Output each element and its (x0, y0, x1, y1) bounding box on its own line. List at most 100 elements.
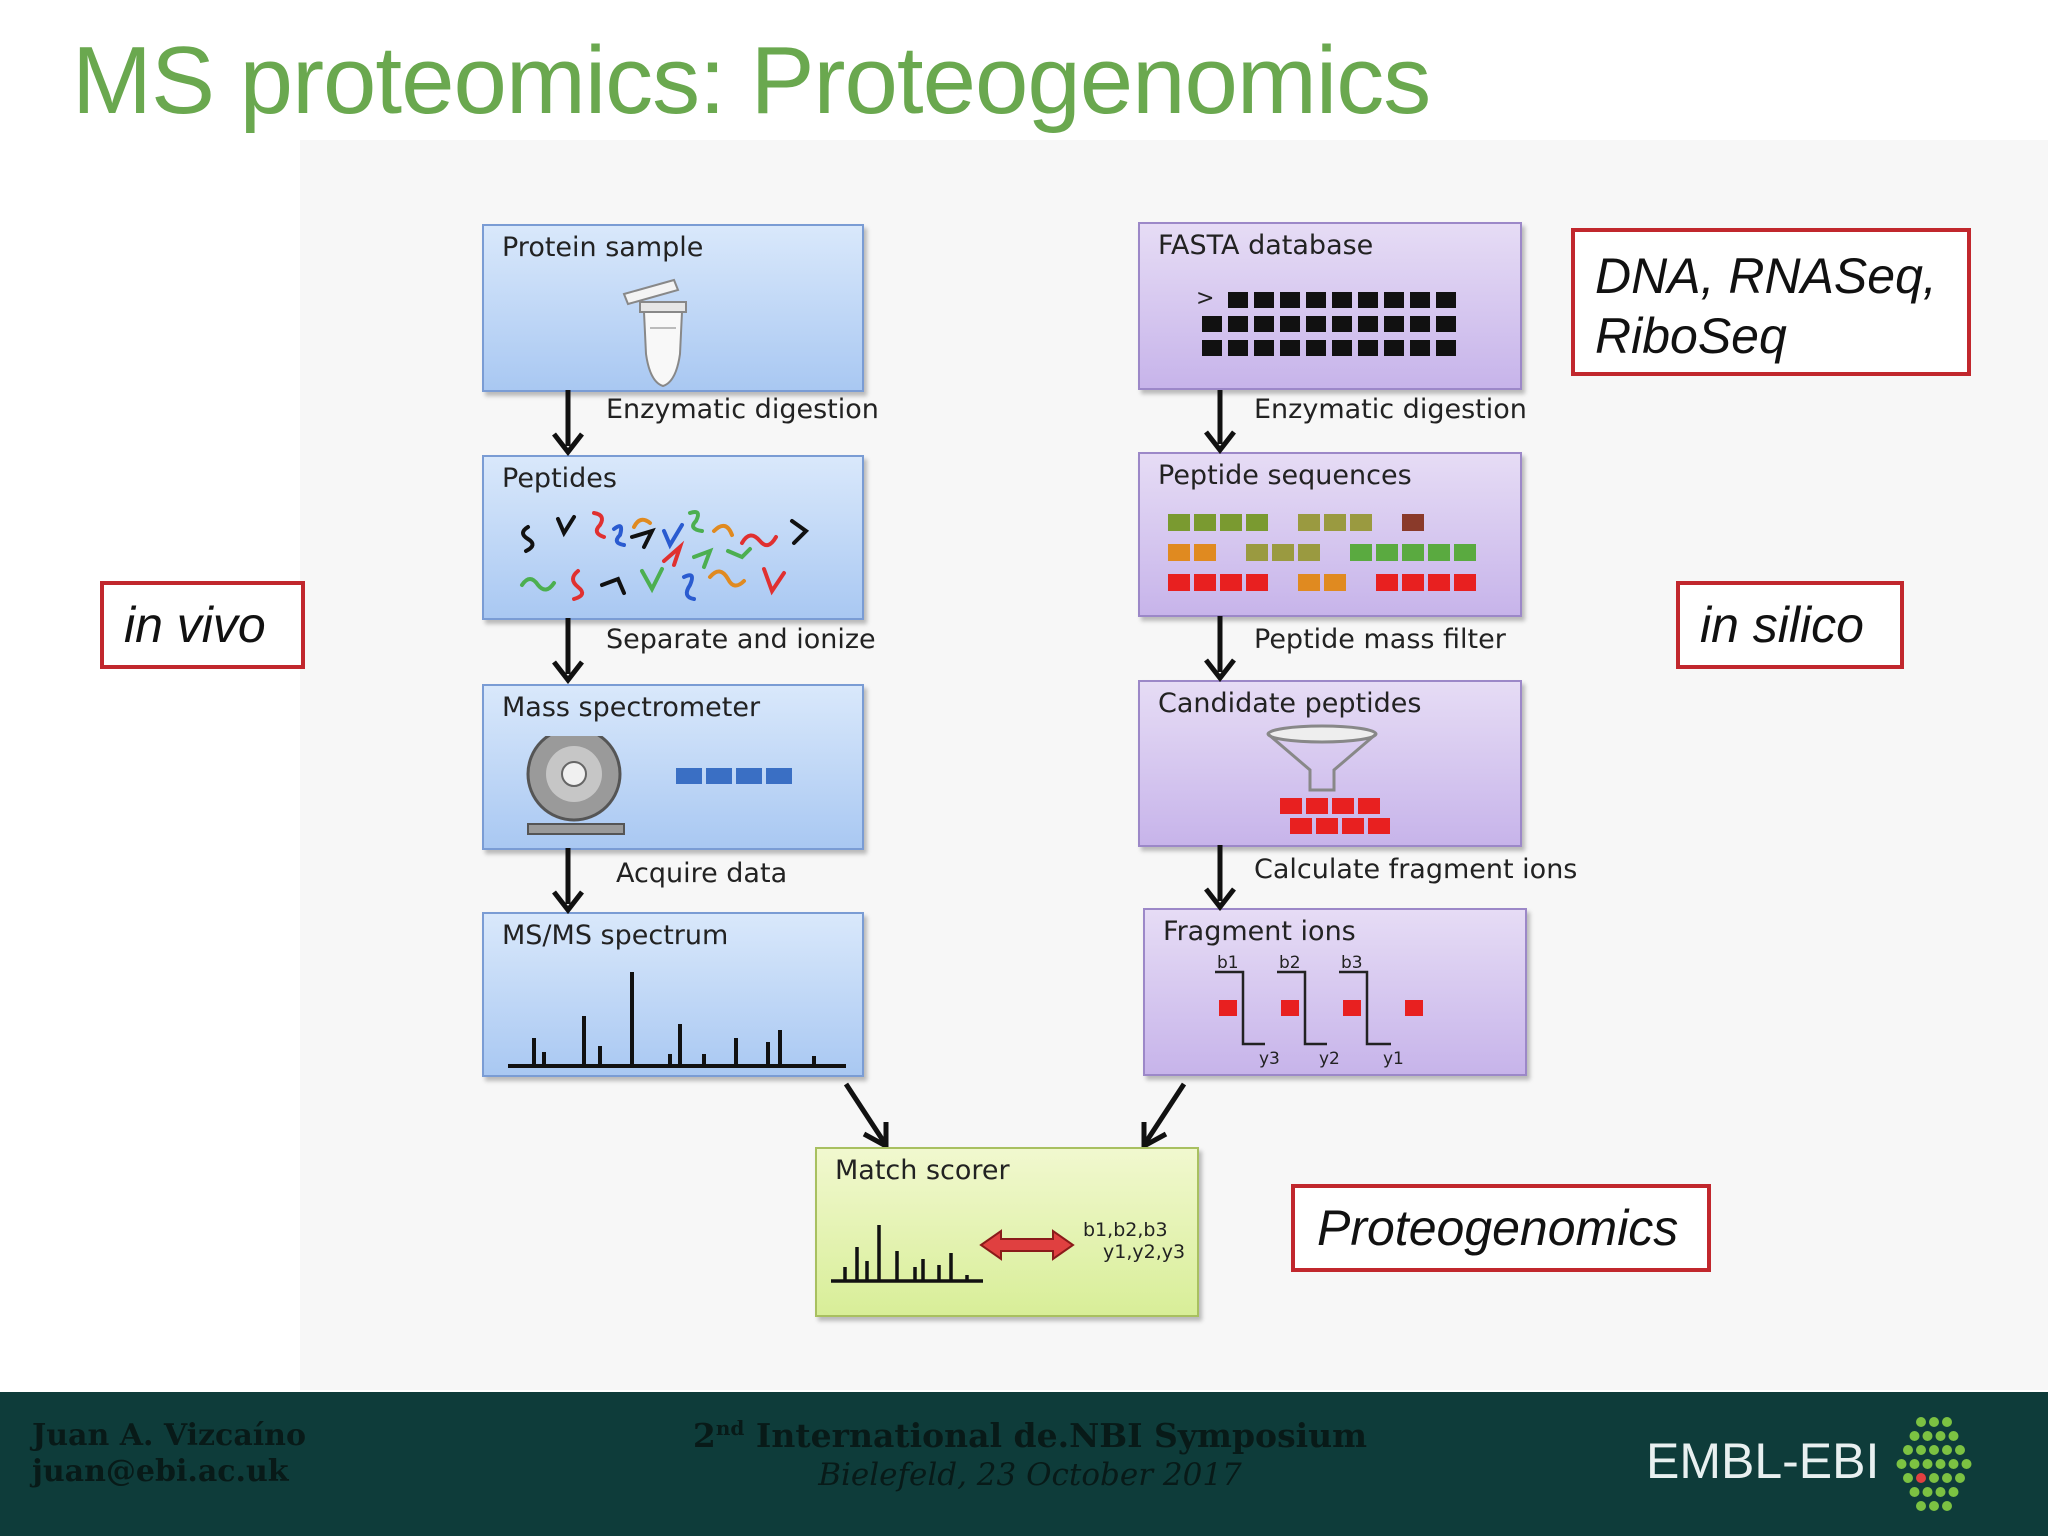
logo-dot (1909, 1459, 1920, 1469)
fasta-block (1306, 340, 1326, 356)
sequence-block (1298, 514, 1320, 531)
logo-dot (1955, 1445, 1965, 1455)
b3-label: b3 (1341, 954, 1363, 973)
left-arrow-1 (552, 390, 584, 456)
fasta-block (1358, 292, 1378, 308)
step-separate-ionize: Separate and ionize (606, 624, 876, 655)
logo-dot (1916, 1417, 1926, 1427)
logo-dot (1948, 1431, 1959, 1441)
fasta-block (1254, 292, 1274, 308)
logo-dot (1922, 1431, 1933, 1441)
fasta-prompt: > (1196, 286, 1215, 311)
dna-callout-line-1: DNA, RNASeq, (1595, 248, 1937, 304)
logo-dot (1948, 1487, 1959, 1497)
protein-sample-title: Protein sample (502, 232, 704, 263)
fasta-block (1332, 316, 1352, 332)
fasta-block (1254, 340, 1274, 356)
logo-dot (1916, 1445, 1926, 1455)
y1-label: y1 (1383, 1049, 1404, 1069)
y3-label: y3 (1259, 1049, 1280, 1069)
match-scorer-box: Match scorer b1,b2,b3 y1,y2,y3 (815, 1147, 1199, 1317)
logo-dot (1942, 1501, 1952, 1511)
event-location: Bielefeld, 23 October 2017 (818, 1457, 1242, 1493)
msms-spectrum-title: MS/MS spectrum (502, 920, 729, 951)
sequence-block (1246, 574, 1268, 591)
in-vivo-callout: in vivo (100, 581, 305, 669)
peptides-box: Peptides (482, 455, 864, 620)
sequence-block (1324, 574, 1346, 591)
sequence-block (1324, 514, 1346, 531)
author-email[interactable]: juan@ebi.ac.uk (32, 1454, 289, 1489)
fasta-database-box: FASTA database > (1138, 222, 1522, 390)
b1-label: b1 (1217, 954, 1239, 973)
b2-label: b2 (1279, 954, 1301, 973)
sequence-block (1272, 544, 1294, 561)
converge-arrow-left (843, 1082, 889, 1151)
step-acquire-data: Acquire data (616, 858, 788, 889)
y-ions-label: y1,y2,y3 (1103, 1241, 1186, 1263)
step-enzymatic-digestion-left: Enzymatic digestion (606, 394, 879, 425)
embl-ebi-logo-text: EMBL-EBI (1646, 1433, 1880, 1489)
fasta-block (1228, 316, 1248, 332)
author-name: Juan A. Vizcaíno (32, 1418, 306, 1453)
dna-rnaseq-callout: DNA, RNASeq, RiboSeq (1571, 228, 1971, 376)
converge-arrow-right (1141, 1082, 1187, 1151)
sequence-block (1350, 544, 1372, 561)
fasta-block (1410, 340, 1430, 356)
sequence-block (1402, 544, 1424, 561)
peptides-title: Peptides (502, 463, 617, 494)
fasta-block (1228, 340, 1248, 356)
sequence-block (1194, 574, 1216, 591)
spectrum-icon (508, 972, 846, 1068)
fasta-block (1306, 292, 1326, 308)
logo-dot (1929, 1501, 1939, 1511)
sequence-block (1168, 544, 1190, 561)
peptide-sequences-title: Peptide sequences (1158, 460, 1412, 491)
logo-dot (1942, 1417, 1952, 1427)
fasta-block (1202, 316, 1222, 332)
double-arrow-icon (979, 1229, 1075, 1261)
protein-sample-box: Protein sample (482, 224, 864, 392)
fasta-block (1410, 292, 1430, 308)
event-name: International de.NBI Symposium (744, 1416, 1368, 1455)
sequence-block (1246, 514, 1268, 531)
logo-dot (1942, 1473, 1952, 1483)
fragment-ions-box: Fragment ions b1 b2 b3 y3 y2 y1 (1143, 908, 1527, 1076)
sequence-block (1220, 574, 1242, 591)
logo-dot (1896, 1459, 1907, 1469)
fasta-block (1384, 340, 1404, 356)
match-scorer-title: Match scorer (835, 1155, 1010, 1186)
proteogenomics-label: Proteogenomics (1317, 1200, 1679, 1256)
fasta-block (1358, 340, 1378, 356)
fragment-ions-title: Fragment ions (1163, 916, 1356, 947)
right-arrow-1 (1204, 390, 1236, 454)
in-vivo-label: in vivo (124, 597, 266, 653)
in-silico-callout: in silico (1676, 581, 1904, 669)
logo-dot (1903, 1473, 1913, 1483)
logo-dot (1922, 1459, 1933, 1469)
fasta-database-title: FASTA database (1158, 230, 1374, 261)
sequence-block (1428, 544, 1450, 561)
logo-dot (1929, 1417, 1939, 1427)
fasta-block (1306, 316, 1326, 332)
right-arrow-3 (1204, 845, 1236, 911)
fasta-block (1202, 340, 1222, 356)
in-silico-label: in silico (1700, 597, 1864, 653)
logo-dot (1961, 1459, 1972, 1469)
peptide-sequences-box: Peptide sequences (1138, 452, 1522, 617)
fasta-block (1358, 316, 1378, 332)
fasta-block (1280, 292, 1300, 308)
b-ions-label: b1,b2,b3 (1083, 1219, 1168, 1241)
logo-dot (1935, 1459, 1946, 1469)
logo-dot (1909, 1431, 1920, 1441)
event-ordinal: 2 (692, 1416, 716, 1455)
sequence-block (1168, 514, 1190, 531)
sequence-block (1298, 574, 1320, 591)
fasta-block (1228, 292, 1248, 308)
step-enzymatic-digestion-right: Enzymatic digestion (1254, 394, 1527, 425)
logo-dot (1916, 1473, 1926, 1483)
event-title: 2nd International de.NBI Symposium (640, 1416, 1420, 1455)
fasta-block (1410, 316, 1430, 332)
fasta-block (1436, 340, 1456, 356)
logo-dot (1935, 1487, 1946, 1497)
